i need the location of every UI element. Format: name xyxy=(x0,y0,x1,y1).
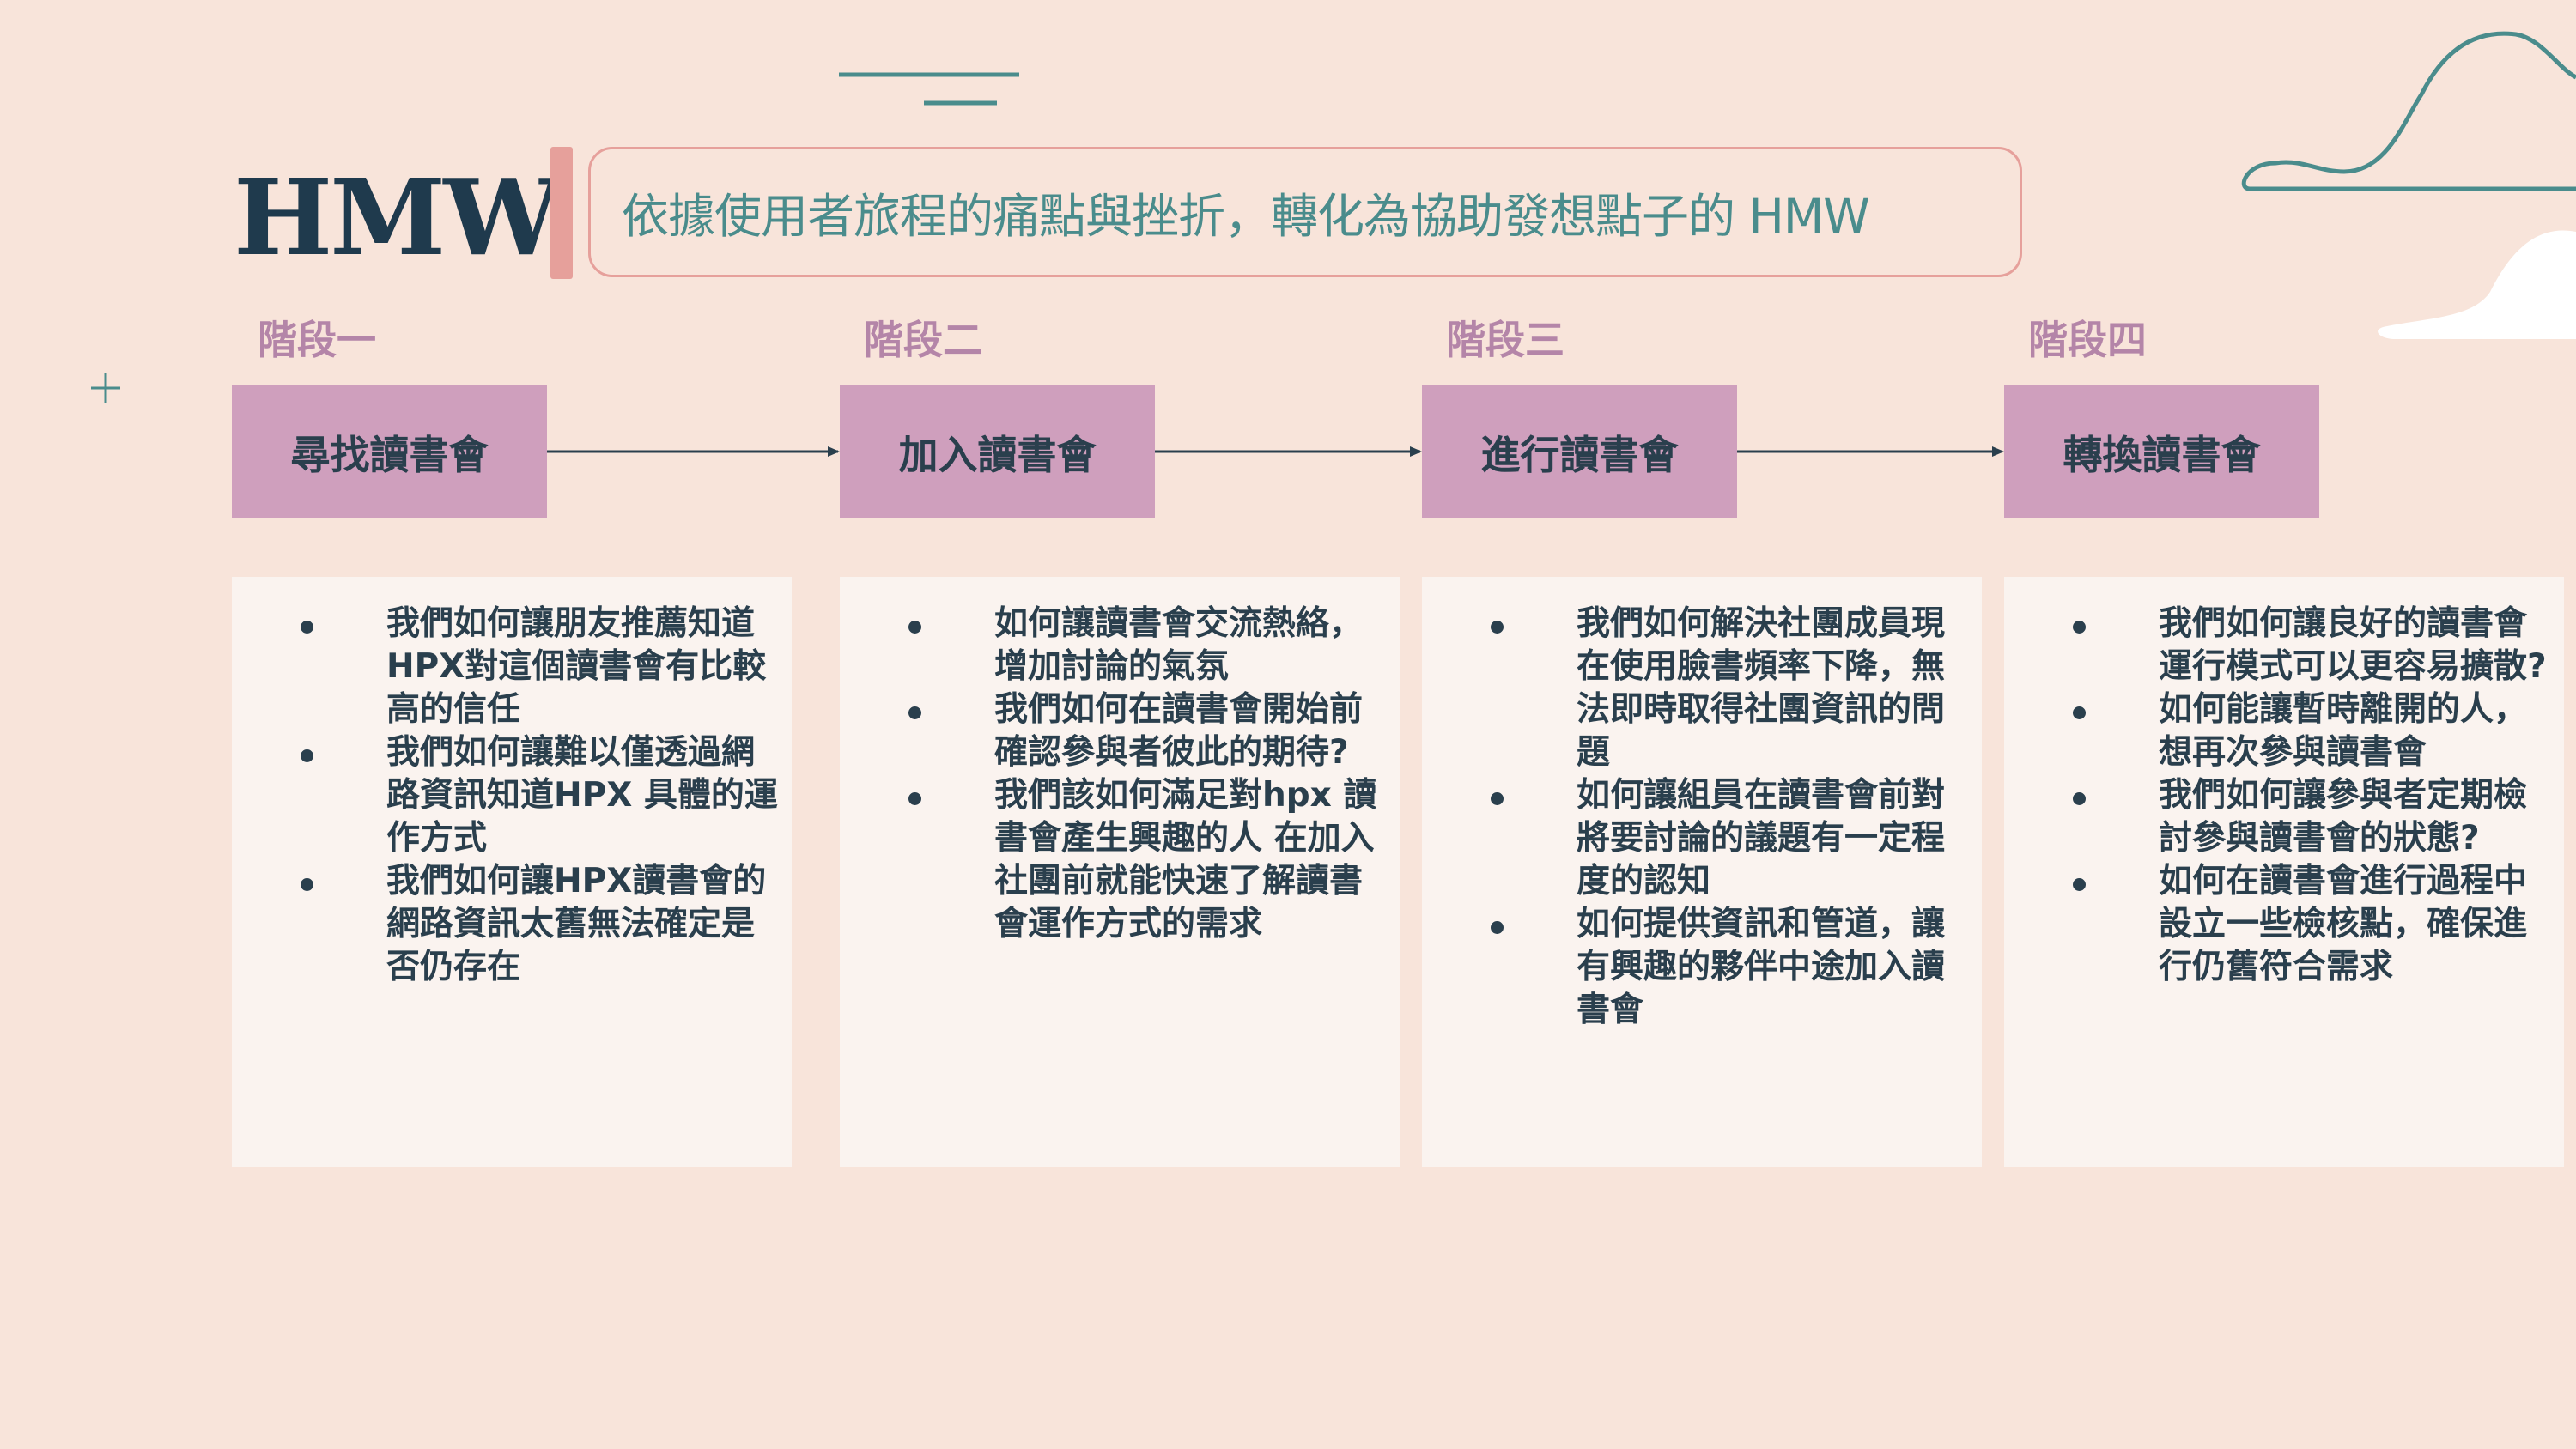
list-item-text: 如何能讓暫時離開的人，想再次參與讀書會 xyxy=(2159,690,2528,772)
list-item: 我們如何讓朋友推薦知道HPX對這個讀書會有比較高的信任 xyxy=(232,603,792,731)
bullet-icon xyxy=(2073,878,2086,891)
bullet-icon xyxy=(301,878,313,891)
bullet-icon xyxy=(301,749,313,762)
list-item-text: 如何提供資訊和管道，讓有興趣的夥伴中途加入讀書會 xyxy=(1577,905,1946,1029)
hmw-list: 如何讓讀書會交流熱絡，增加討論的氣氛 我們如何在讀書會開始前確認參與者彼此的期待… xyxy=(840,603,1400,946)
list-item-text: 我們如何讓朋友推薦知道HPX對這個讀書會有比較高的信任 xyxy=(386,604,767,729)
stage-label-3: 階段三 xyxy=(1446,317,1564,363)
subtitle-box: 依據使用者旅程的痛點與挫折，轉化為協助發想點子的 HMW xyxy=(588,147,2022,277)
hmw-card-4: 我們如何讓良好的讀書會運行模式可以更容易擴散? 如何能讓暫時離開的人，想再次參與… xyxy=(2004,577,2564,1167)
list-item-text: 我們如何讓難以僅透過網路資訊知道HPX 具體的運作方式 xyxy=(386,733,778,858)
hmw-card-3: 我們如何解決社團成員現在使用臉書頻率下降，無法即時取得社團資訊的問題 如何讓組員… xyxy=(1422,577,1982,1167)
hmw-list: 我們如何解決社團成員現在使用臉書頻率下降，無法即時取得社團資訊的問題 如何讓組員… xyxy=(1422,603,1982,1032)
hmw-list: 我們如何讓朋友推薦知道HPX對這個讀書會有比較高的信任 我們如何讓難以僅透過網路… xyxy=(232,603,792,989)
bullet-icon xyxy=(2073,706,2086,719)
list-item-text: 如何讓組員在讀書會前對將要討論的議題有一定程度的認知 xyxy=(1577,776,1946,900)
list-item-text: 我們如何讓HPX讀書會的網路資訊太舊無法確定是否仍存在 xyxy=(386,862,767,986)
list-item-text: 我們如何解決社團成員現在使用臉書頻率下降，無法即時取得社團資訊的問題 xyxy=(1577,604,1946,772)
stage-box-3: 進行讀書會 xyxy=(1422,385,1737,518)
list-item: 如何讓組員在讀書會前對將要討論的議題有一定程度的認知 xyxy=(1422,774,1982,903)
bullet-icon xyxy=(2073,621,2086,634)
list-item-text: 我們該如何滿足對hpx 讀書會產生興趣的人 在加入社團前就能快速了解讀書會運作方… xyxy=(994,776,1377,943)
stage-label-1: 階段一 xyxy=(258,317,376,363)
plus-icon xyxy=(91,373,120,403)
list-item: 如何能讓暫時離開的人，想再次參與讀書會 xyxy=(2004,688,2564,774)
bullet-icon xyxy=(1491,621,1504,634)
list-item: 如何在讀書會進行過程中設立一些檢核點，確保進行仍舊符合需求 xyxy=(2004,860,2564,989)
list-item: 我們如何讓HPX讀書會的網路資訊太舊無法確定是否仍存在 xyxy=(232,860,792,989)
list-item: 我們如何讓良好的讀書會運行模式可以更容易擴散? xyxy=(2004,603,2564,688)
list-item-text: 如何讓讀書會交流熱絡，增加討論的氣氛 xyxy=(994,604,1364,686)
list-item-text: 如何在讀書會進行過程中設立一些檢核點，確保進行仍舊符合需求 xyxy=(2159,862,2528,986)
stage-name: 轉換讀書會 xyxy=(2063,431,2261,478)
white-cloud-shape xyxy=(2378,230,2576,339)
stage-box-1: 尋找讀書會 xyxy=(232,385,547,518)
stage-label-2: 階段二 xyxy=(864,317,982,363)
bullet-icon xyxy=(301,621,313,634)
title-accent-bar xyxy=(550,147,573,279)
hmw-card-1: 我們如何讓朋友推薦知道HPX對這個讀書會有比較高的信任 我們如何讓難以僅透過網路… xyxy=(232,577,792,1167)
flow-arrows xyxy=(547,446,2004,457)
list-item-text: 我們如何在讀書會開始前確認參與者彼此的期待? xyxy=(994,690,1364,772)
stage-box-4: 轉換讀書會 xyxy=(2004,385,2319,518)
list-item: 我們如何在讀書會開始前確認參與者彼此的期待? xyxy=(840,688,1400,774)
list-item: 我們如何解決社團成員現在使用臉書頻率下降，無法即時取得社團資訊的問題 xyxy=(1422,603,1982,774)
bullet-icon xyxy=(1491,792,1504,805)
list-item: 我們如何讓難以僅透過網路資訊知道HPX 具體的運作方式 xyxy=(232,731,792,860)
list-item-text: 我們如何讓參與者定期檢討參與讀書會的狀態? xyxy=(2159,776,2528,858)
cloud-outline-icon xyxy=(2241,31,2576,191)
page-title: HMW xyxy=(234,155,561,279)
list-item: 我們該如何滿足對hpx 讀書會產生興趣的人 在加入社團前就能快速了解讀書會運作方… xyxy=(840,774,1400,946)
stage-name: 進行讀書會 xyxy=(1480,431,1679,478)
stage-label-4: 階段四 xyxy=(2028,317,2147,363)
list-item: 如何讓讀書會交流熱絡，增加討論的氣氛 xyxy=(840,603,1400,688)
decorative-lines xyxy=(839,72,1019,106)
bullet-icon xyxy=(1491,921,1504,934)
stage-box-2: 加入讀書會 xyxy=(840,385,1155,518)
stage-name: 加入讀書會 xyxy=(898,431,1097,478)
bullet-icon xyxy=(908,792,921,805)
list-item: 如何提供資訊和管道，讓有興趣的夥伴中途加入讀書會 xyxy=(1422,903,1982,1032)
bullet-icon xyxy=(2073,792,2086,805)
hmw-list: 我們如何讓良好的讀書會運行模式可以更容易擴散? 如何能讓暫時離開的人，想再次參與… xyxy=(2004,603,2564,989)
stage-name: 尋找讀書會 xyxy=(290,431,489,478)
bullet-icon xyxy=(908,621,921,634)
bullet-icon xyxy=(908,706,921,719)
subtitle-text: 依據使用者旅程的痛點與挫折，轉化為協助發想點子的 HMW xyxy=(622,189,1870,244)
list-item-text: 我們如何讓良好的讀書會運行模式可以更容易擴散? xyxy=(2159,604,2547,686)
list-item: 我們如何讓參與者定期檢討參與讀書會的狀態? xyxy=(2004,774,2564,860)
hmw-card-2: 如何讓讀書會交流熱絡，增加討論的氣氛 我們如何在讀書會開始前確認參與者彼此的期待… xyxy=(840,577,1400,1167)
